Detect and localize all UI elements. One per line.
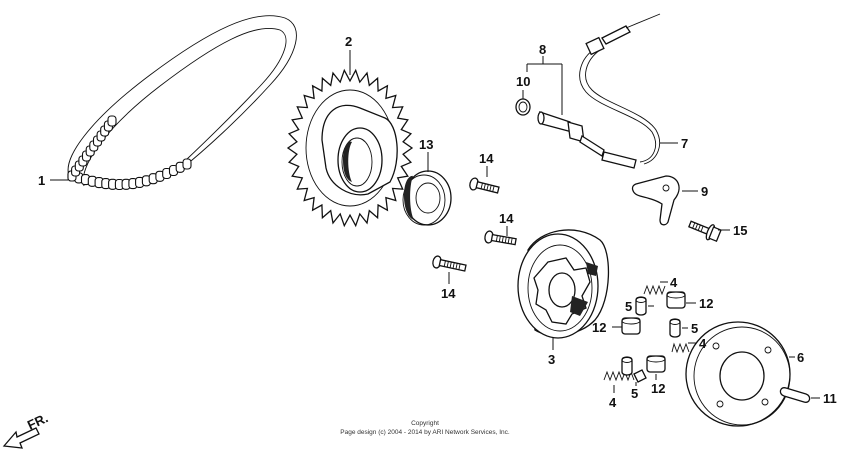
dowel-pin bbox=[779, 387, 811, 403]
label-part-5-lower: 5 bbox=[631, 386, 638, 401]
label-part-3: 3 bbox=[548, 352, 555, 367]
spring-4-lower bbox=[603, 369, 647, 383]
bolt-14-lower bbox=[432, 255, 467, 272]
part-labels: 1 2 13 14 14 14 3 8 10 7 9 15 4 12 5 5 1… bbox=[38, 34, 837, 410]
label-part-5-right: 5 bbox=[691, 321, 698, 336]
label-part-13: 13 bbox=[419, 137, 433, 152]
label-part-5-upper: 5 bbox=[625, 299, 632, 314]
roller-12-lower bbox=[646, 355, 666, 373]
plunger-5-right bbox=[669, 318, 681, 338]
label-part-1: 1 bbox=[38, 173, 45, 188]
label-part-9: 9 bbox=[701, 184, 708, 199]
spring-4-upper bbox=[643, 284, 666, 296]
oil-seal bbox=[402, 170, 452, 226]
sprocket bbox=[286, 68, 414, 228]
sensor-bracket bbox=[631, 175, 680, 226]
label-part-12-lower: 12 bbox=[651, 381, 665, 396]
label-part-8: 8 bbox=[539, 42, 546, 57]
starter-clutch-outer bbox=[517, 229, 610, 339]
label-part-6: 6 bbox=[797, 350, 804, 365]
label-part-14-middle: 14 bbox=[499, 211, 514, 226]
plunger-5-lower bbox=[621, 356, 633, 376]
label-part-11: 11 bbox=[823, 391, 837, 406]
label-part-12-upper: 12 bbox=[699, 296, 713, 311]
label-part-10: 10 bbox=[516, 74, 530, 89]
label-part-4-right: 4 bbox=[699, 336, 707, 351]
drive-chain bbox=[67, 15, 297, 191]
front-arrow-icon bbox=[2, 427, 40, 449]
wire-harness bbox=[579, 13, 661, 169]
label-part-4-lower: 4 bbox=[609, 395, 617, 410]
bolt-14-upper bbox=[469, 177, 500, 194]
label-part-14-lower: 14 bbox=[441, 286, 456, 301]
front-direction-indicator: FR. bbox=[2, 410, 50, 449]
chain-link bbox=[182, 158, 192, 170]
label-part-15: 15 bbox=[733, 223, 747, 238]
spring-4-right bbox=[671, 342, 690, 354]
label-part-12-left: 12 bbox=[592, 320, 606, 335]
side-plate bbox=[685, 321, 791, 427]
sensor-assembly bbox=[515, 98, 605, 157]
label-part-7: 7 bbox=[681, 136, 688, 151]
roller-12-upper bbox=[666, 291, 686, 309]
label-part-4-upper: 4 bbox=[670, 275, 678, 290]
leader-lines bbox=[50, 50, 820, 399]
plunger-5-upper bbox=[635, 296, 647, 316]
roller-12-left bbox=[621, 317, 641, 335]
label-part-2: 2 bbox=[345, 34, 352, 49]
bolt-14-middle bbox=[484, 230, 517, 246]
copyright-line-2: Page design (c) 2004 - 2014 by ARI Netwo… bbox=[340, 429, 510, 436]
label-part-14-upper: 14 bbox=[479, 151, 494, 166]
flange-bolt bbox=[688, 220, 722, 243]
chain-link bbox=[107, 115, 117, 127]
copyright-notice: Copyright Page design (c) 2004 - 2014 by… bbox=[340, 420, 510, 436]
copyright-line-1: Copyright bbox=[411, 420, 439, 427]
front-label: FR. bbox=[25, 410, 50, 432]
